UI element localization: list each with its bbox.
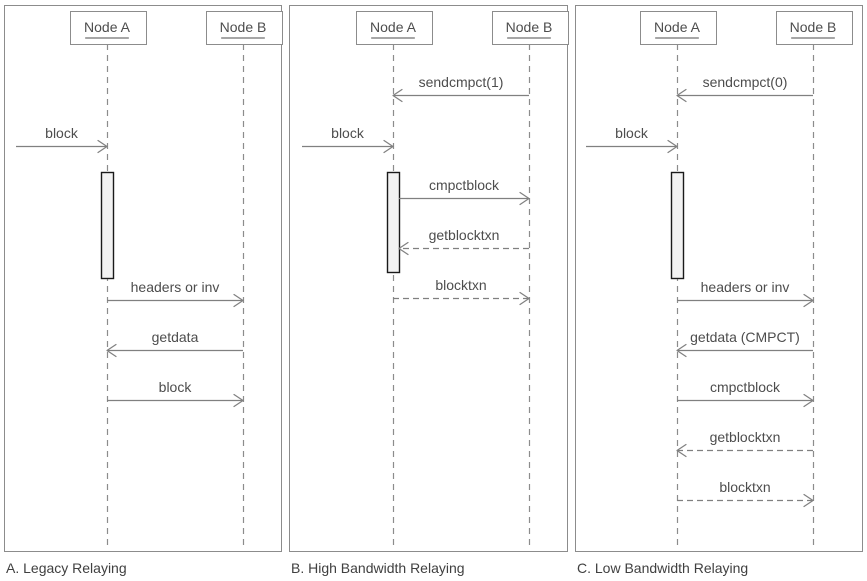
participant-label-node-b: Node B (220, 19, 267, 35)
participant-label-node-a: Node A (84, 19, 131, 35)
message-label-block: block (45, 125, 79, 141)
participant-box-node-a[interactable] (640, 11, 717, 45)
message-arrowhead (97, 139, 108, 154)
message-arrowhead (383, 139, 394, 154)
panel-frame (4, 5, 282, 552)
message-arrowhead (803, 293, 814, 308)
participant-box-node-a[interactable] (356, 11, 433, 45)
panel-frame (289, 5, 568, 552)
participant-label-node-b: Node B (790, 19, 837, 35)
message-arrowhead (803, 393, 814, 408)
message-label-getblocktxn: getblocktxn (429, 227, 500, 243)
message-label-cmpctblock: cmpctblock (429, 177, 500, 193)
message-arrowhead (106, 343, 117, 358)
message-arrowhead (803, 493, 814, 508)
message-label-headers-or-inv: headers or inv (131, 279, 220, 295)
message-label-headers-or-inv: headers or inv (701, 279, 790, 295)
message-label-block: block (331, 125, 365, 141)
message-label-getdata-cmpct: getdata (CMPCT) (690, 329, 800, 345)
message-arrowhead (233, 293, 244, 308)
activation-bar (386, 171, 401, 274)
message-arrowhead (398, 241, 409, 256)
message-label-sendcmpct-1: sendcmpct(1) (419, 74, 504, 90)
message-arrowhead (676, 443, 687, 458)
message-arrowhead (233, 393, 244, 408)
participant-box-node-b[interactable] (492, 11, 569, 45)
message-label-getblocktxn: getblocktxn (710, 429, 781, 445)
participant-box-node-a[interactable] (70, 11, 147, 45)
panel-caption-panel-c: C. Low Bandwidth Relaying (577, 560, 748, 576)
message-label-cmpctblock: cmpctblock (710, 379, 781, 395)
participant-label-node-a: Node A (654, 19, 701, 35)
message-arrowhead (392, 88, 403, 103)
message-label-block: block (159, 379, 193, 395)
message-arrowhead (667, 139, 678, 154)
message-label-blocktxn: blocktxn (719, 479, 770, 495)
participant-box-node-b[interactable] (206, 11, 283, 45)
message-arrowhead (519, 291, 530, 306)
activation-bar (100, 171, 115, 280)
panel-caption-panel-a: A. Legacy Relaying (6, 560, 127, 576)
panel-b: Node A Node B sendcmpct(1) block cmpctblock g… (289, 5, 569, 576)
panel-frame (575, 5, 863, 552)
message-arrowhead (676, 88, 687, 103)
participant-label-node-a: Node A (370, 19, 417, 35)
activation-bar (670, 171, 685, 280)
message-arrowhead (676, 343, 687, 358)
panel-c: Node A Node B sendcmpct(0) block headers or … (575, 5, 863, 576)
participant-box-node-b[interactable] (776, 11, 853, 45)
message-label-getdata: getdata (152, 329, 199, 345)
panel-caption-panel-b: B. High Bandwidth Relaying (291, 560, 465, 576)
participant-label-node-b: Node B (506, 19, 553, 35)
message-label-sendcmpct-0: sendcmpct(0) (703, 74, 788, 90)
message-arrowhead (519, 191, 530, 206)
message-label-block: block (615, 125, 649, 141)
panel-a: Node A Node B block headers or inv getdata bl… (4, 5, 283, 576)
message-label-blocktxn: blocktxn (435, 277, 486, 293)
